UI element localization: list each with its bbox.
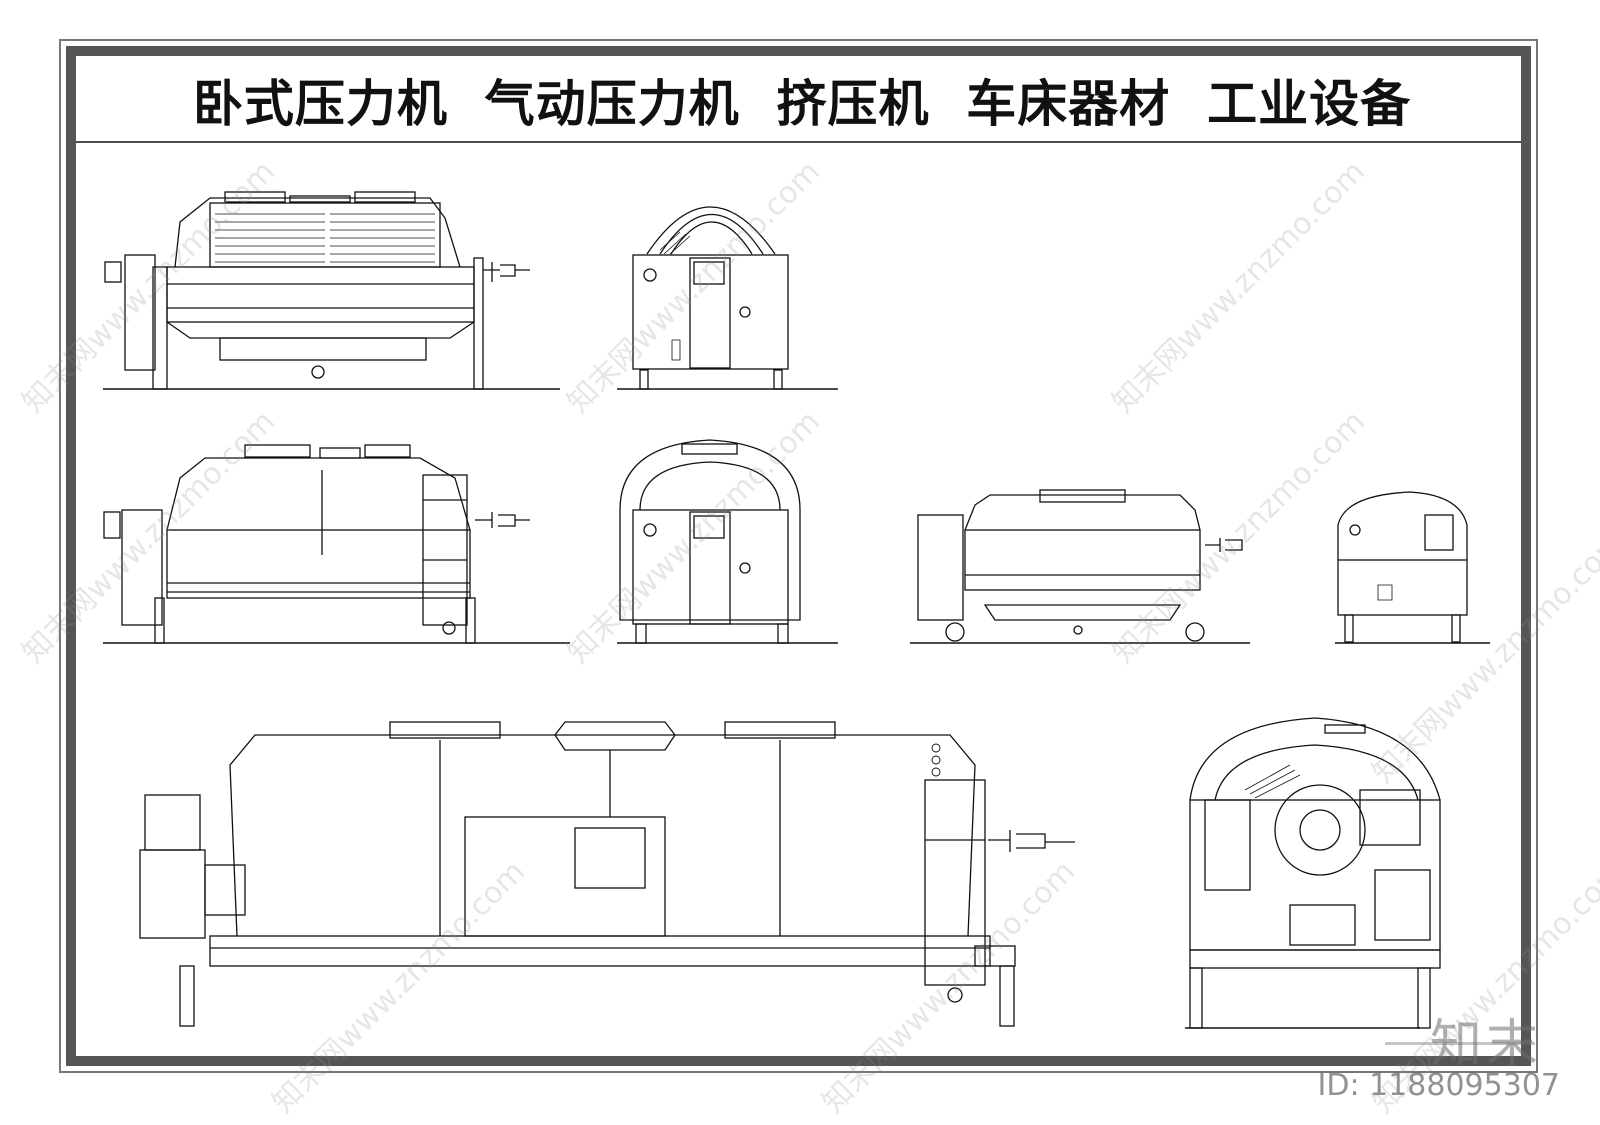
- side-view-2: [103, 444, 570, 644]
- outer-frame: [59, 39, 1538, 1073]
- front-view-3: [1335, 491, 1490, 644]
- front-view-1: [617, 206, 838, 390]
- drawing-title: 卧式压力机 气动压力机 挤压机 车床器材 工业设备: [192, 75, 1412, 133]
- gray-border: [66, 46, 1531, 1066]
- drawing-id: ID: 1188095307: [1317, 1068, 1560, 1103]
- brand-bar: [1385, 1042, 1535, 1045]
- front-view-large: [1185, 717, 1441, 1029]
- front-view-2: [617, 439, 838, 644]
- side-view-1: [103, 191, 560, 390]
- side-view-large: [139, 721, 1075, 1027]
- brand-logo: 知末: [1429, 1015, 1542, 1075]
- side-view-3: [910, 489, 1250, 644]
